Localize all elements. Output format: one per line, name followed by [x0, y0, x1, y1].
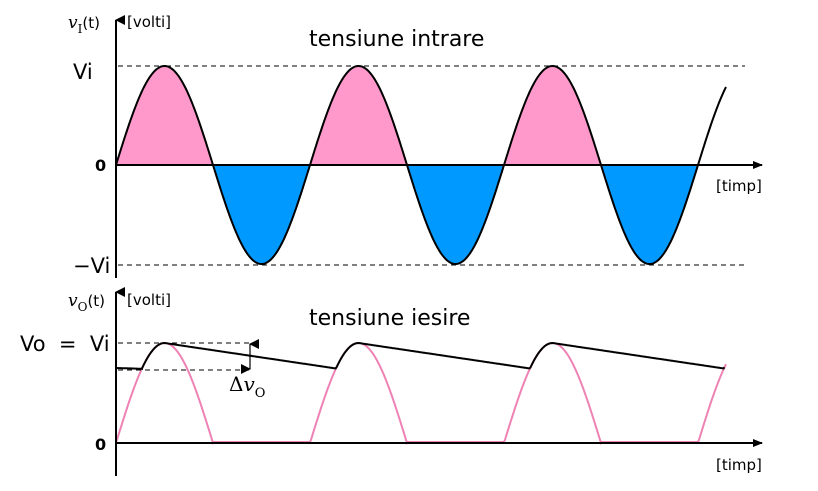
- top-y-unit: [volti]: [127, 13, 171, 31]
- top-panel-title: tensiune intrare: [309, 27, 484, 52]
- trough-label-minus-vi: −Vi: [73, 254, 110, 278]
- top-zero-label: 0: [95, 156, 106, 175]
- input-voltage-panel: tensiune intrare vI(t) [volti] [timp] Vi…: [68, 13, 763, 278]
- peak-label-vi: Vi: [73, 60, 93, 84]
- output-voltage-panel: tensiune iesire vO(t) [volti] [timp] Vo …: [20, 287, 763, 476]
- filtered-output-wave: [116, 341, 726, 370]
- bottom-y-axis-label: vO(t): [68, 291, 105, 314]
- top-y-axis-label: vI(t): [68, 13, 100, 36]
- top-x-unit: [timp]: [716, 177, 762, 195]
- negative-half-cycles: [213, 165, 698, 264]
- bottom-panel-title: tensiune iesire: [309, 306, 470, 331]
- input-sine-wave: [115, 65, 727, 265]
- rectified-half-wave: [115, 342, 727, 445]
- ripple-label: ΔvO: [229, 372, 265, 401]
- bottom-y-unit: [volti]: [127, 291, 171, 309]
- vo-equals-vi-label: Vo = Vi: [20, 332, 110, 356]
- bottom-x-unit: [timp]: [716, 456, 762, 474]
- positive-half-cycles: [116, 66, 601, 165]
- bottom-zero-label: 0: [95, 435, 106, 454]
